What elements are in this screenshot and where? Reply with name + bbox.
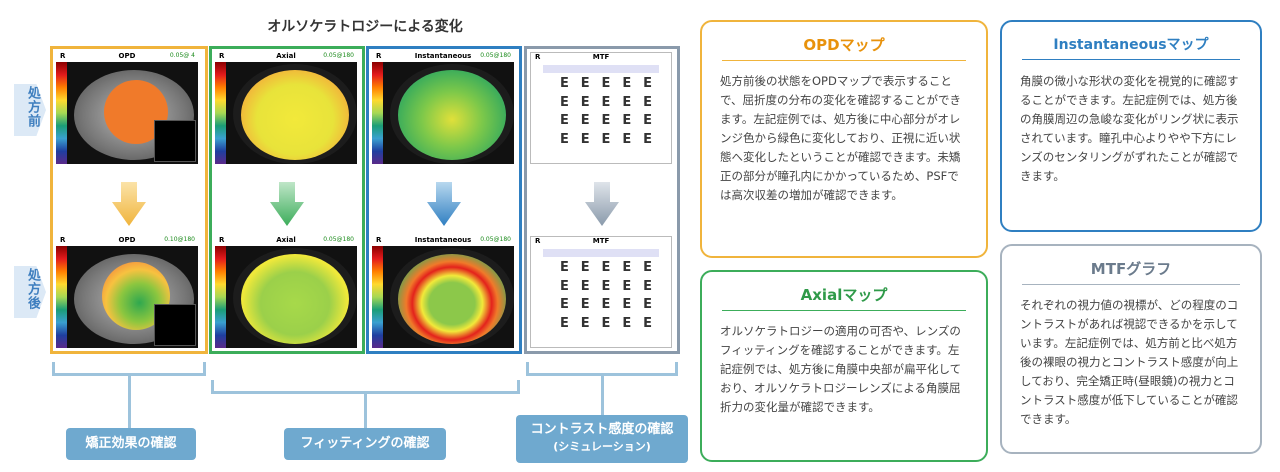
opd-map-description: 処方前後の状態をOPDマップで表示することで、屈折度の分布の変化を確認することが… (720, 74, 962, 202)
psf-inset-after (154, 304, 196, 346)
axial-map-description: オルソケラトロジーの適用の可否や、レンズのフィッティングを確認することができます… (720, 324, 962, 414)
mtf-column-frame (524, 46, 680, 354)
instantaneous-map-info-box: Instantaneousマップ 角膜の微小な形状の変化を視覚的に確認することが… (1000, 20, 1262, 232)
correction-effect-label: 矯正効果の確認 (66, 428, 196, 460)
row-label-after: 処方後 (14, 266, 46, 318)
mtf-graph-heading: MTFグラフ (1022, 258, 1240, 285)
down-arrow-icon-opd (112, 182, 146, 226)
mtf-graph-info-box: MTFグラフ それぞれの視力値の視標が、どの程度のコントラストがあれば視認できる… (1000, 244, 1262, 454)
down-arrow-icon-mtf (585, 182, 619, 226)
down-arrow-icon-axial (270, 182, 304, 226)
down-arrow-icon-instantaneous (427, 182, 461, 226)
opd-map-info-box: OPDマップ 処方前後の状態をOPDマップで表示することで、屈折度の分布の変化を… (700, 20, 988, 258)
bracket-contrast (526, 362, 678, 376)
instantaneous-map-heading: Instantaneousマップ (1022, 34, 1240, 60)
fitting-check-label: フィッティングの確認 (284, 428, 446, 460)
opd-column-frame (50, 46, 208, 354)
psf-inset-before (154, 120, 196, 162)
bracket-correction (52, 362, 206, 376)
mtf-graph-description: それぞれの視力値の視標が、どの程度のコントラストがあれば視認できるかを示していま… (1020, 298, 1239, 426)
contrast-sensitivity-label: コントラスト感度の確認 (シミュレーション) (516, 415, 688, 463)
axial-column-frame (209, 46, 365, 354)
axial-map-info-box: Axialマップ オルソケラトロジーの適用の可否や、レンズのフィッティングを確認… (700, 270, 988, 462)
instantaneous-map-description: 角膜の微小な形状の変化を視覚的に確認することができます。左記症例では、処方後の角… (1020, 74, 1239, 183)
bracket-fitting (211, 380, 520, 394)
axial-map-heading: Axialマップ (722, 284, 966, 311)
figure-title: オルソケラトロジーによる変化 (267, 19, 463, 35)
instantaneous-column-frame (366, 46, 522, 354)
opd-map-heading: OPDマップ (722, 34, 966, 61)
row-label-before: 処方前 (14, 84, 46, 136)
